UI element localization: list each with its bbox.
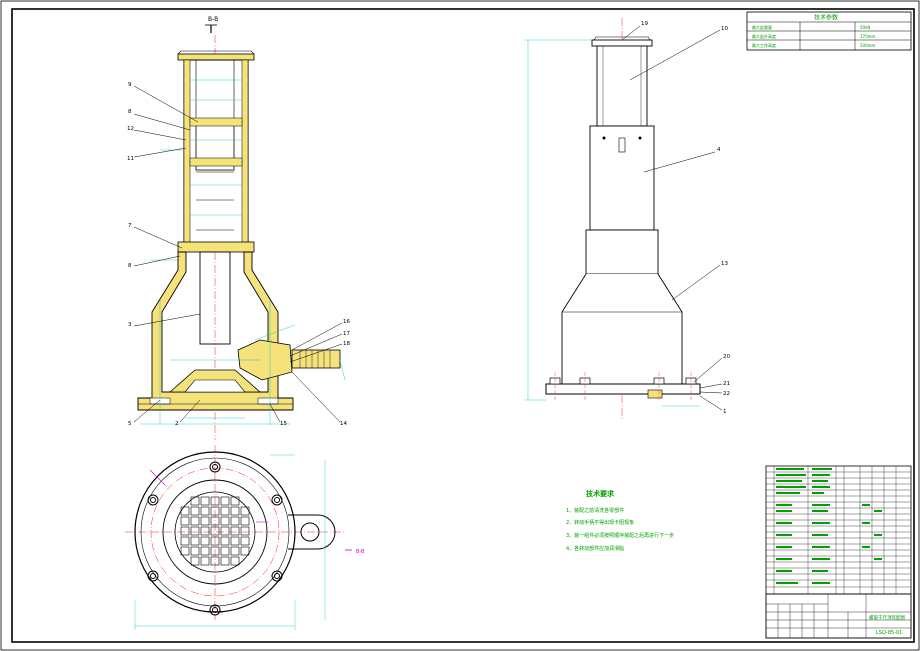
tech-params-title: 技术参数 [814, 14, 838, 22]
balloon-18: 18 [343, 341, 350, 347]
balloon-13: 13 [721, 261, 728, 267]
section-view-b-b: B-B [127, 16, 350, 440]
requirement-1: 1、装配之前清洗各零部件 [566, 507, 624, 514]
balloon-9: 9 [128, 82, 132, 88]
requirement-2: 2、转动手柄不得出现卡阻现象 [566, 519, 634, 526]
balloon-20: 20 [723, 354, 730, 360]
tech-params-table: 技术参数 最大起重量 50kN 最大起升高度 170mm 最大工作高度 500m… [746, 11, 912, 51]
bolt-holes [147, 461, 283, 616]
balloon-10: 10 [721, 26, 728, 32]
balloon-1: 1 [723, 409, 727, 415]
base-casting [137, 251, 294, 411]
param-value-3: 500mm [860, 43, 876, 48]
balloon-12: 12 [127, 126, 134, 132]
balloon-8: 8 [128, 109, 132, 115]
balloon-5: 5 [128, 421, 132, 427]
drawing-number: LSQ-85-01 [876, 630, 902, 636]
param-name-1: 最大起重量 [752, 24, 772, 30]
param-value-1: 50kN [860, 25, 870, 30]
balloon-4: 4 [717, 147, 721, 153]
balloon-11: 11 [127, 156, 134, 162]
elevation-view: 19 10 4 13 20 21 22 1 [524, 18, 730, 420]
title-block: 螺旋千斤顶装配图 LSQ-85-01 [765, 593, 912, 639]
balloon-8b: 8 [128, 263, 132, 269]
param-value-2: 170mm [860, 34, 876, 39]
plan-view: B-B [125, 445, 365, 630]
balloon-15: 15 [280, 421, 287, 427]
balloon-17: 17 [343, 331, 350, 337]
requirement-4: 4、各转动部件应加润滑脂 [566, 545, 624, 552]
base-grid [180, 496, 250, 566]
param-name-3: 最大工作高度 [752, 42, 776, 48]
balloon-3: 3 [128, 322, 132, 328]
balloon-7: 7 [128, 223, 132, 229]
requirements-title: 技术要求 [586, 489, 615, 498]
technical-requirements: 技术要求 1、装配之前清洗各零部件 2、转动手柄不得出现卡阻现象 3、装一组件必… [566, 489, 674, 552]
side-view-label: B-B [356, 549, 365, 555]
parts-list [765, 465, 912, 595]
inner-border [11, 8, 915, 643]
balloon-2: 2 [175, 421, 179, 427]
balloon-22: 22 [723, 391, 730, 397]
balloon-14: 14 [340, 421, 347, 427]
balloon-16: 16 [343, 319, 350, 325]
balloon-21: 21 [723, 381, 730, 387]
requirement-3: 3、装一组件必须按照顺序装配之后再进行下一步 [566, 532, 674, 539]
balloon-19: 19 [641, 21, 648, 27]
drawing-title: 螺旋千斤顶装配图 [869, 614, 905, 621]
section-label: B-B [208, 16, 218, 23]
param-name-2: 最大起升高度 [752, 33, 776, 39]
